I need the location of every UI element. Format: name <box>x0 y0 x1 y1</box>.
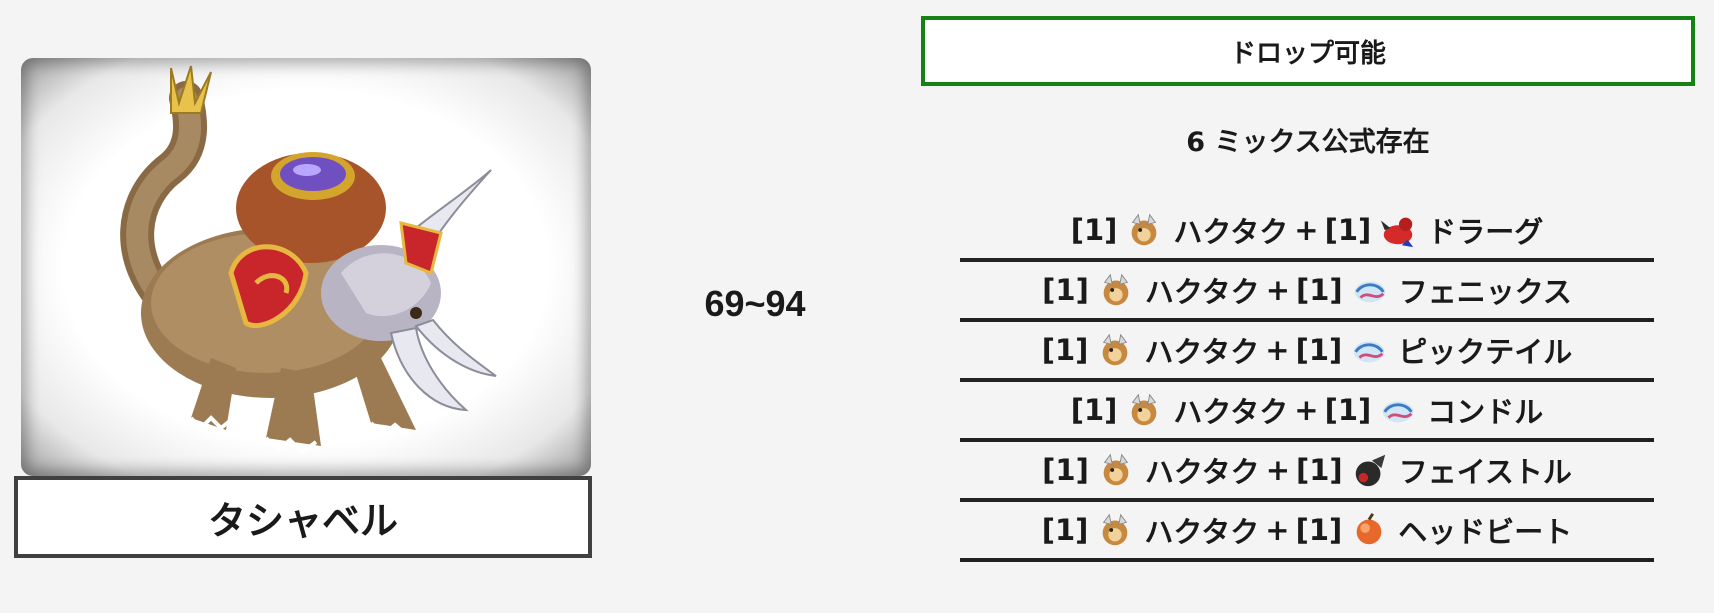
faistle-icon <box>1355 454 1385 487</box>
plus-sign: + <box>1265 273 1290 307</box>
monster-name: タシャベル <box>14 476 592 558</box>
level-range: 69~94 <box>704 283 806 324</box>
recipe-row[interactable]: [1] ハクタク + [1] コンドル <box>960 382 1654 442</box>
recipe-qty-b: [1] <box>1296 453 1343 487</box>
recipe-qty-b: [1] <box>1296 273 1343 307</box>
tashaberu-portrait-icon <box>120 65 497 455</box>
mix-formula-count: 6 ミックス公式存在 <box>1186 127 1430 158</box>
recipe-qty-a: [1] <box>1070 393 1118 427</box>
recipe-row[interactable]: [1] ハクタク + [1] フェニックス <box>960 262 1654 322</box>
recipe-row[interactable]: [1] ハクタク + [1] ドラーグ <box>960 202 1654 262</box>
recipe-qty-b: [1] <box>1324 213 1372 247</box>
recipe-name-b: コンドル <box>1427 395 1544 429</box>
hakutaku-icon <box>1103 513 1128 546</box>
hakutaku-icon <box>1132 213 1157 246</box>
recipe-name-a: ハクタク <box>1173 395 1289 429</box>
recipe-name-b: ドラーグ <box>1427 215 1544 249</box>
recipe-name-a: ハクタク <box>1173 215 1289 249</box>
recipe-qty-b: [1] <box>1295 333 1343 367</box>
condor-icon <box>1383 401 1414 423</box>
plus-sign: + <box>1265 453 1290 487</box>
recipe-name-b: フェイストル <box>1398 455 1572 489</box>
mix-recipe-list: [1] ハクタク + [1] ドラーグ [1] <box>960 202 1654 562</box>
recipe-qty-a: [1] <box>1042 273 1089 307</box>
phoenix-icon <box>1354 281 1385 303</box>
plus-sign: + <box>1265 333 1290 367</box>
plus-sign: + <box>1294 393 1319 427</box>
recipe-name-b: ピックテイル <box>1398 335 1573 369</box>
plus-sign: + <box>1294 213 1319 247</box>
hakutaku-icon <box>1103 273 1129 306</box>
hakutaku-icon <box>1103 333 1128 366</box>
plus-sign: + <box>1265 513 1290 547</box>
monster-portrait <box>21 58 591 476</box>
drop-status-badge: ドロップ可能 <box>921 16 1695 86</box>
recipe-name-a: ハクタク <box>1144 335 1260 369</box>
hakutaku-icon <box>1132 393 1157 426</box>
recipe-name-b: フェニックス <box>1398 275 1572 309</box>
recipe-qty-b: [1] <box>1295 513 1343 547</box>
recipe-qty-a: [1] <box>1070 213 1118 247</box>
headbeat-icon <box>1356 513 1382 545</box>
drag-icon <box>1381 217 1414 248</box>
recipe-qty-a: [1] <box>1041 333 1089 367</box>
recipe-name-a: ハクタク <box>1144 515 1260 549</box>
recipe-name-a: ハクタク <box>1144 275 1260 309</box>
recipe-row[interactable]: [1] ハクタク + [1] フェイストル <box>960 442 1654 502</box>
recipe-qty-a: [1] <box>1041 513 1089 547</box>
hakutaku-icon <box>1103 453 1129 486</box>
recipe-name-b: ヘッドビート <box>1398 515 1573 549</box>
recipe-qty-b: [1] <box>1324 393 1372 427</box>
recipe-name-a: ハクタク <box>1144 455 1260 489</box>
recipe-row[interactable]: [1] ハクタク + [1] ヘッドビート <box>960 502 1654 562</box>
recipe-qty-a: [1] <box>1042 453 1089 487</box>
picktail-icon <box>1354 341 1385 363</box>
recipe-row[interactable]: [1] ハクタク + [1] ピックテイル <box>960 322 1654 382</box>
